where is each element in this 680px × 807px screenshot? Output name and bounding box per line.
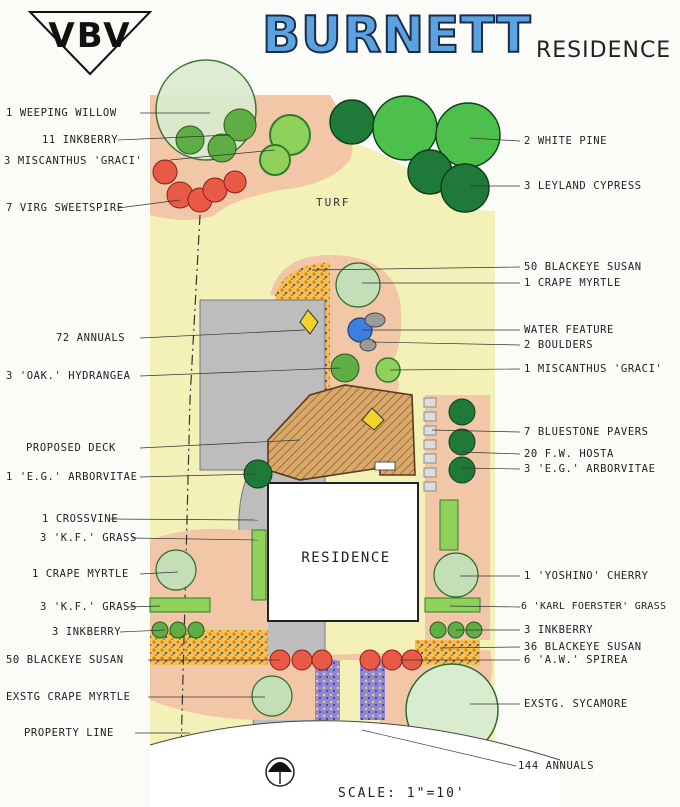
label-crape-myrtle-top: 1 CRAPE MYRTLE <box>524 277 621 289</box>
label-inkberry-3: 3 INKBERRY <box>52 626 122 638</box>
label-blackeye-susan-50r: 50 BLACKEYE SUSAN <box>524 261 642 273</box>
turf-label: TURF <box>316 196 351 209</box>
yoshino-cherry <box>433 552 479 598</box>
page-title: BURNETT <box>261 5 532 65</box>
label-property-line: PROPERTY LINE <box>24 727 114 739</box>
label-bluestone-pavers: 7 BLUESTONE PAVERS <box>524 426 649 438</box>
residence-label: RESIDENCE <box>301 550 391 566</box>
logo-frame <box>27 11 153 76</box>
logo-text: VBV <box>48 16 132 56</box>
label-fw-hosta: 20 F.W. HOSTA <box>524 448 614 460</box>
label-leyland-cypress: 3 LEYLAND CYPRESS <box>524 180 642 192</box>
label-aw-spirea: 6 'A.W.' SPIREA <box>524 654 628 666</box>
label-existing-crape-myrtle: EXSTG CRAPE MYRTLE <box>6 691 131 703</box>
label-blackeye-susan-50: 50 BLACKEYE SUSAN <box>6 654 124 666</box>
label-kf-grass-1: 3 'K.F.' GRASS <box>40 532 137 544</box>
label-miscanthus-top: 3 MISCANTHUS 'GRACI' <box>4 155 143 167</box>
arborvitae-right <box>448 398 476 484</box>
bluestone-pavers <box>423 397 437 492</box>
crape-myrtle-left <box>155 549 197 591</box>
logo: VBV <box>28 10 152 72</box>
label-crape-myrtle-left: 1 CRAPE MYRTLE <box>32 568 129 580</box>
kf-grass-right <box>424 597 481 613</box>
evergreen-screen <box>329 95 501 213</box>
street-edge <box>150 720 560 807</box>
label-oak-hydrangea: 3 'OAK.' HYDRANGEA <box>6 370 131 382</box>
property-line <box>179 214 201 791</box>
label-proposed-deck: PROPOSED DECK <box>26 442 116 454</box>
scale-label: SCALE: 1"=10' <box>338 786 466 801</box>
label-arborvitae-left: 1 'E.G.' ARBORVITAE <box>6 471 138 483</box>
label-white-pine: 2 WHITE PINE <box>524 135 608 147</box>
label-virg-sweetspire: 7 VIRG SWEETSPIRE <box>6 202 124 214</box>
label-weeping-willow: 1 WEEPING WILLOW <box>6 107 117 119</box>
kf-grass-left <box>251 529 267 601</box>
kf-grass-row <box>149 597 211 613</box>
label-annuals-144: 144 ANNUALS <box>518 760 595 772</box>
label-boulders: 2 BOULDERS <box>524 339 594 351</box>
crape-myrtle-top <box>335 262 381 308</box>
existing-crape-myrtle <box>251 675 293 717</box>
label-inkberry-top: 11 INKBERRY <box>42 134 119 146</box>
label-kf-grass-2: 3 'K.F.' GRASS <box>40 601 137 613</box>
label-inkberry-right: 3 INKBERRY <box>524 624 594 636</box>
label-crossvine: 1 CROSSVINE <box>42 513 119 525</box>
label-blackeye-susan-36: 36 BLACKEYE SUSAN <box>524 641 642 653</box>
virginia-sweetspire <box>152 159 247 213</box>
inkberry-shrubs <box>175 108 257 163</box>
label-annuals-72: 72 ANNUALS <box>56 332 126 344</box>
page-subtitle: RESIDENCE <box>536 38 672 63</box>
label-miscanthus-right: 1 MISCANTHUS 'GRACI' <box>524 363 663 375</box>
label-existing-sycamore: EXSTG. SYCAMORE <box>524 698 628 710</box>
label-arborvitae-right: 3 'E.G.' ARBORVITAE <box>524 463 656 475</box>
label-karl-foerster-grass: 6 'KARL FOERSTER' GRASS <box>521 601 667 612</box>
oakleaf-hydrangea <box>330 353 360 383</box>
label-water-feature: WATER FEATURE <box>524 324 614 336</box>
residence-footprint <box>267 482 419 622</box>
label-yoshino-cherry: 1 'YOSHINO' CHERRY <box>524 570 649 582</box>
proposed-deck <box>267 384 416 481</box>
miscanthus-grass <box>259 114 311 176</box>
north-arrow-icon <box>265 757 295 787</box>
